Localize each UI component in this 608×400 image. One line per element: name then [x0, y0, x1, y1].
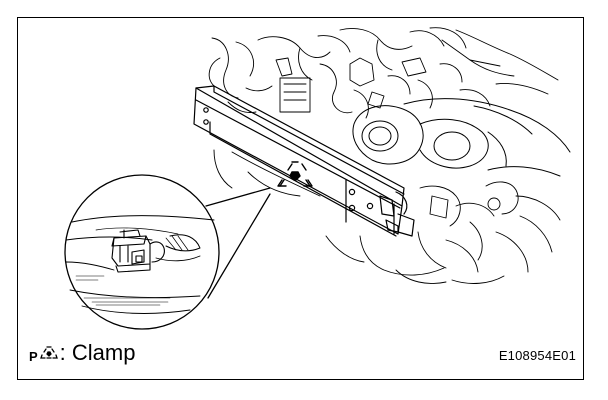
headlamp [352, 98, 571, 177]
engine-bay-lines [208, 27, 559, 119]
clamp-marker-icon [277, 161, 313, 187]
triangle-clamp-icon [39, 346, 58, 359]
clamp-detail [111, 229, 165, 273]
front-structure-lines [213, 149, 561, 284]
detail-magnifier [64, 174, 271, 330]
illustration-frame [17, 17, 584, 380]
figure-id: E108954E01 [498, 348, 576, 363]
legend: P : Clamp [29, 338, 135, 364]
bumper-reinforcement-beam [193, 85, 415, 237]
legend-text: : Clamp [59, 340, 136, 365]
legend-letter: P [29, 349, 38, 364]
